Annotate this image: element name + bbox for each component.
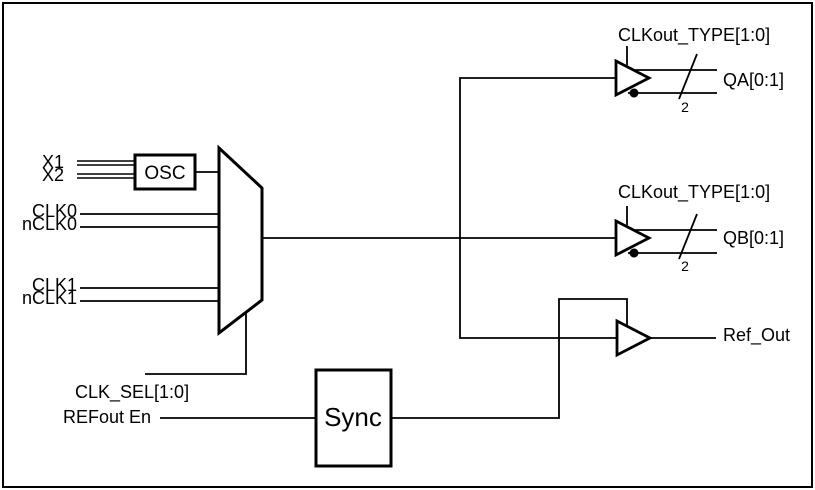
sync-block [314, 368, 393, 468]
qa-buffer-triangle [614, 58, 653, 98]
qa-bus-slash [678, 53, 698, 100]
clk-sel-wire [145, 313, 247, 375]
clk1-label: CLK1 [32, 275, 77, 295]
sync-output-wire [391, 298, 628, 419]
qb-clkout-type-label: CLKout_TYPE[1:0] [618, 182, 770, 203]
input-wires [77, 160, 219, 302]
qb-output-buffer [614, 206, 717, 260]
clk0-label: CLK0 [32, 201, 77, 221]
fanout-branch-wire [459, 77, 618, 339]
qb-buffer-triangle [614, 218, 653, 258]
osc-block [133, 153, 197, 191]
refout-label: Ref_Out [723, 325, 790, 346]
refout-buffer-triangle [615, 318, 654, 358]
osc-label: OSC [144, 163, 185, 184]
qa-output-buffer [614, 46, 717, 100]
qa-bus-width-label: 2 [681, 99, 689, 115]
refout-en-label: REFout En [63, 407, 151, 427]
x1-label: X1 [42, 152, 64, 172]
qa-clkout-type-label: CLKout_TYPE[1:0] [618, 25, 770, 46]
nclk1-label: nCLK1 [22, 288, 77, 308]
qb-label: QB[0:1] [723, 228, 784, 248]
qb-bus-width-label: 2 [681, 258, 689, 274]
qb-bus-slash [678, 213, 698, 260]
refout-buffer [615, 318, 716, 358]
sync-label: Sync [324, 402, 382, 432]
nclk0-label: nCLK0 [22, 214, 77, 234]
clock-mux-shape [217, 144, 264, 337]
qa-inversion-dot [629, 88, 639, 98]
x2-label: X2 [42, 165, 64, 185]
clk-sel-label: CLK_SEL[1:0] [75, 382, 189, 403]
qb-inversion-dot [629, 248, 639, 258]
qa-label: QA[0:1] [723, 70, 784, 90]
